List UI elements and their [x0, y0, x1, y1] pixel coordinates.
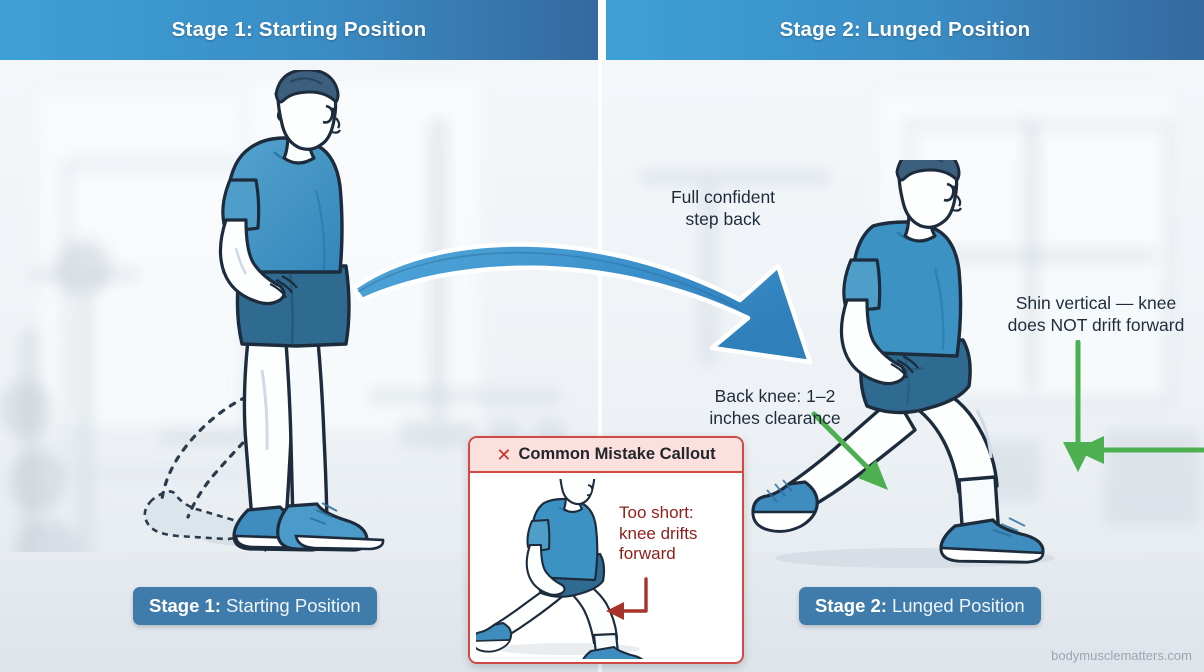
callout-header: ✕ Common Mistake Callout [470, 438, 742, 473]
annotation-shin-vertical: Shin vertical — knee does NOT drift forw… [1007, 293, 1185, 336]
step-back-arrow [351, 242, 813, 365]
caption-stage-1-rest: Starting Position [225, 595, 361, 616]
figure-lunging [751, 160, 1055, 568]
figure-mistake-lunge [476, 479, 644, 659]
caption-stage-2: Stage 2: Lunged Position [799, 587, 1041, 625]
mistake-knee-arrow [606, 577, 648, 620]
header-gap [598, 0, 606, 60]
caption-stage-2-rest: Lunged Position [891, 595, 1025, 616]
annotation-step-back: Full confident step back [670, 187, 776, 230]
callout-text: Too short: knee drifts forward [619, 503, 698, 564]
back-knee-arrow [811, 411, 888, 490]
header-left-panel: Stage 1: Starting Position [0, 0, 598, 60]
callout-body: Too short: knee drifts forward [470, 473, 742, 662]
header-right-panel: Stage 2: Lunged Position [606, 0, 1204, 60]
x-mark-icon: ✕ [496, 444, 512, 465]
shin-pointer-arrow [1074, 436, 1204, 464]
callout-title: Common Mistake Callout [518, 445, 716, 463]
caption-stage-2-strong: Stage 2: [815, 595, 887, 616]
common-mistake-callout: ✕ Common Mistake Callout Too short: knee… [468, 436, 744, 664]
figure-standing [143, 70, 385, 552]
header-left-title: Stage 1: Starting Position [171, 18, 427, 41]
caption-stage-1-strong: Stage 1: [149, 595, 221, 616]
panel-divider [598, 60, 602, 672]
header-right-title: Stage 2: Lunged Position [779, 18, 1031, 41]
caption-stage-1: Stage 1: Starting Position [133, 587, 377, 625]
stage-header-bar: Stage 1: Starting Position Stage 2: Lung… [0, 0, 1204, 60]
annotation-back-knee: Back knee: 1–2 inches clearance [709, 386, 841, 429]
watermark: bodymusclematters.com [1051, 648, 1192, 663]
